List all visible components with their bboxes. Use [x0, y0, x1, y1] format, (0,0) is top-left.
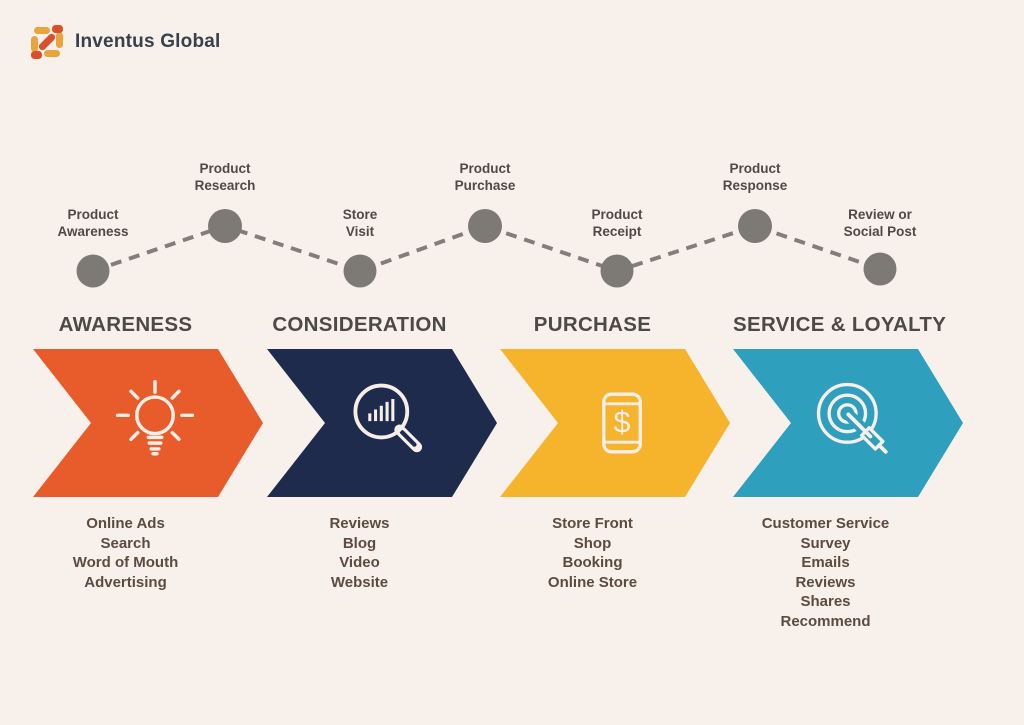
journey-node: [208, 209, 242, 243]
consideration-items: Reviews Blog Video Website: [329, 515, 390, 591]
journey-node-label: Product Purchase: [454, 161, 516, 193]
journey-path: [76, 209, 897, 288]
awareness-arrow: [33, 349, 263, 497]
logo-text: Inventus Global: [75, 31, 221, 52]
consideration-arrow: [267, 349, 497, 497]
stage-title-consideration: CONSIDERATION: [272, 313, 447, 336]
stage-title-service-loyalty: SERVICE & LOYALTY: [733, 313, 947, 336]
awareness-items: Online Ads Search Word of Mouth Advertis…: [72, 515, 179, 591]
journey-node: [343, 254, 377, 288]
journey-node-label: Product Response: [722, 161, 788, 193]
journey-node: [600, 254, 634, 288]
dollar-glyph: $: [613, 405, 630, 440]
purchase-arrow: $: [500, 349, 730, 497]
magnifier-bars-icon: [353, 383, 423, 453]
lightbulb-icon: [115, 379, 195, 456]
inventus-logo-icon: [31, 25, 63, 59]
journey-node: [738, 209, 772, 243]
target-dart-icon: [816, 382, 894, 460]
stage-title-awareness: AWARENESS: [58, 313, 193, 336]
journey-node: [76, 254, 110, 288]
stage-title-purchase: PURCHASE: [533, 313, 652, 336]
journey-node: [863, 252, 897, 286]
journey-node-label: Product Receipt: [591, 207, 643, 239]
logo: Inventus Global: [28, 23, 221, 61]
journey-node-label: Product Awareness: [57, 207, 129, 239]
service-loyalty-arrow: [733, 349, 963, 497]
tablet-dollar-icon: $: [602, 392, 642, 454]
journey-node-label: Product Research: [194, 161, 256, 193]
journey-node-label: Store Visit: [342, 207, 378, 239]
purchase-items: Store Front Shop Booking Online Store: [547, 515, 638, 591]
service-loyalty-items: Customer Service Survey Emails Reviews S…: [761, 515, 890, 630]
journey-node-label: Review or Social Post: [843, 207, 917, 239]
journey-node: [468, 209, 502, 243]
